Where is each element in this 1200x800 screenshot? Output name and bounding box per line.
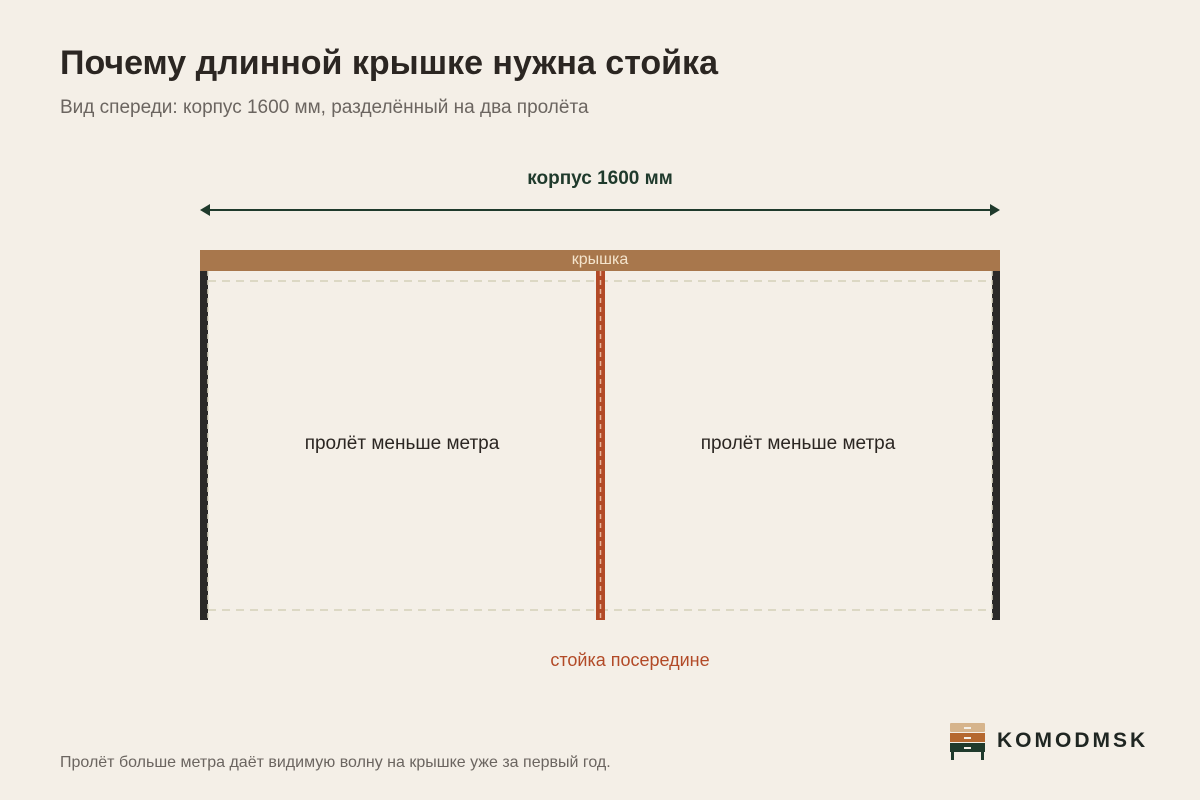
right-side-wall — [992, 271, 1000, 620]
page-title: Почему длинной крышке нужна стойка — [60, 44, 718, 82]
left-side-wall — [200, 271, 208, 620]
cabinet-top-board — [200, 250, 1000, 271]
dimension-arrowhead-right — [990, 204, 1000, 216]
top-board-label: крышка — [571, 251, 629, 268]
dimension-arrowhead-left — [200, 204, 210, 216]
brand-logo: KOMODMSK — [948, 722, 1148, 762]
page-subtitle: Вид спереди: корпус 1600 мм, разделённый… — [60, 97, 589, 118]
center-post-label: стойка посередине — [550, 650, 710, 670]
dresser-icon — [950, 723, 985, 760]
span-label-left: пролёт меньше метра — [304, 433, 500, 454]
span-label-right: пролёт меньше метра — [700, 433, 896, 454]
brand-name: KOMODMSK — [997, 729, 1149, 752]
footnote: Пролёт больше метра даёт видимую волну н… — [60, 754, 611, 771]
dimension-label: корпус 1600 мм — [527, 168, 673, 189]
